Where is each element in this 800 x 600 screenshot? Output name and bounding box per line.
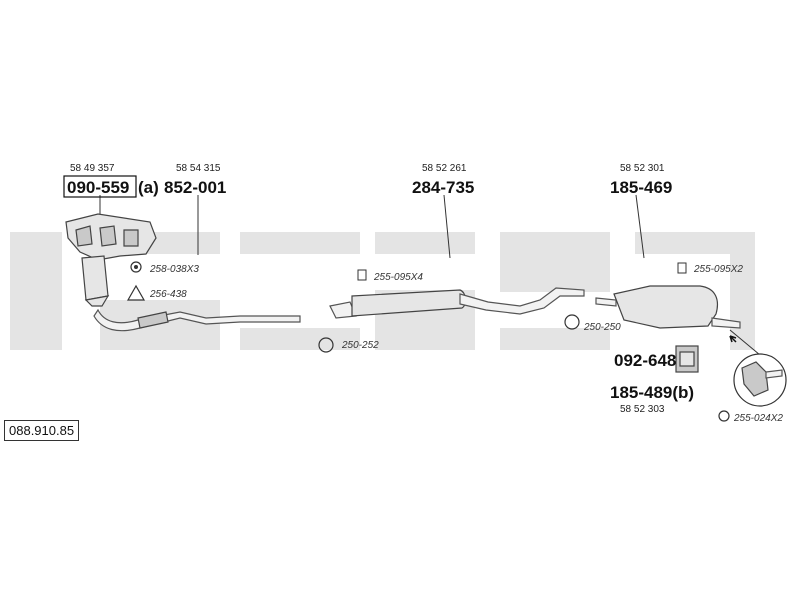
middle-silencer-ref: 58 52 261 [422,163,467,174]
catalog-number: 088.910.85 [4,420,80,441]
accessory-label: 255-095X2 [693,264,743,275]
rubber-mount [675,345,699,373]
accessory-label: 250-252 [341,340,379,351]
rear-alt-ref: 58 52 303 [620,404,665,415]
front-pipe [93,308,301,332]
mount-part-number[interactable]: 092-648 [614,351,676,370]
catalyst-part-number[interactable]: 090-559 [67,178,129,197]
leader-lines [99,194,761,356]
accessory-label: 256-438 [149,289,187,300]
front-pipe-ref: 58 54 315 [176,163,221,174]
rear-silencer-part-number[interactable]: 185-469 [610,178,672,197]
middle-silencer-part-number[interactable]: 284-735 [412,178,474,197]
detail-circle [729,335,787,407]
catalyst-manifold [65,213,157,307]
middle-silencer [329,287,585,319]
catalyst-part-suffix: (a) [138,178,159,197]
accessory-label: 255-024X2 [733,413,783,424]
clamp-icons [126,261,730,422]
accessory-label: 255-095X4 [373,272,423,283]
accessory-label: 250-250 [583,322,621,333]
accessory-label: 258-038X3 [149,264,199,275]
front-pipe-part-number[interactable]: 852-001 [164,178,226,197]
rear-silencer-ref: 58 52 301 [620,163,665,174]
rear-alt-part-number[interactable]: 185-489(b) [610,383,694,402]
rear-silencer [595,285,741,329]
catalyst-ref: 58 49 357 [70,163,115,174]
catalyst-part-box [63,175,137,198]
